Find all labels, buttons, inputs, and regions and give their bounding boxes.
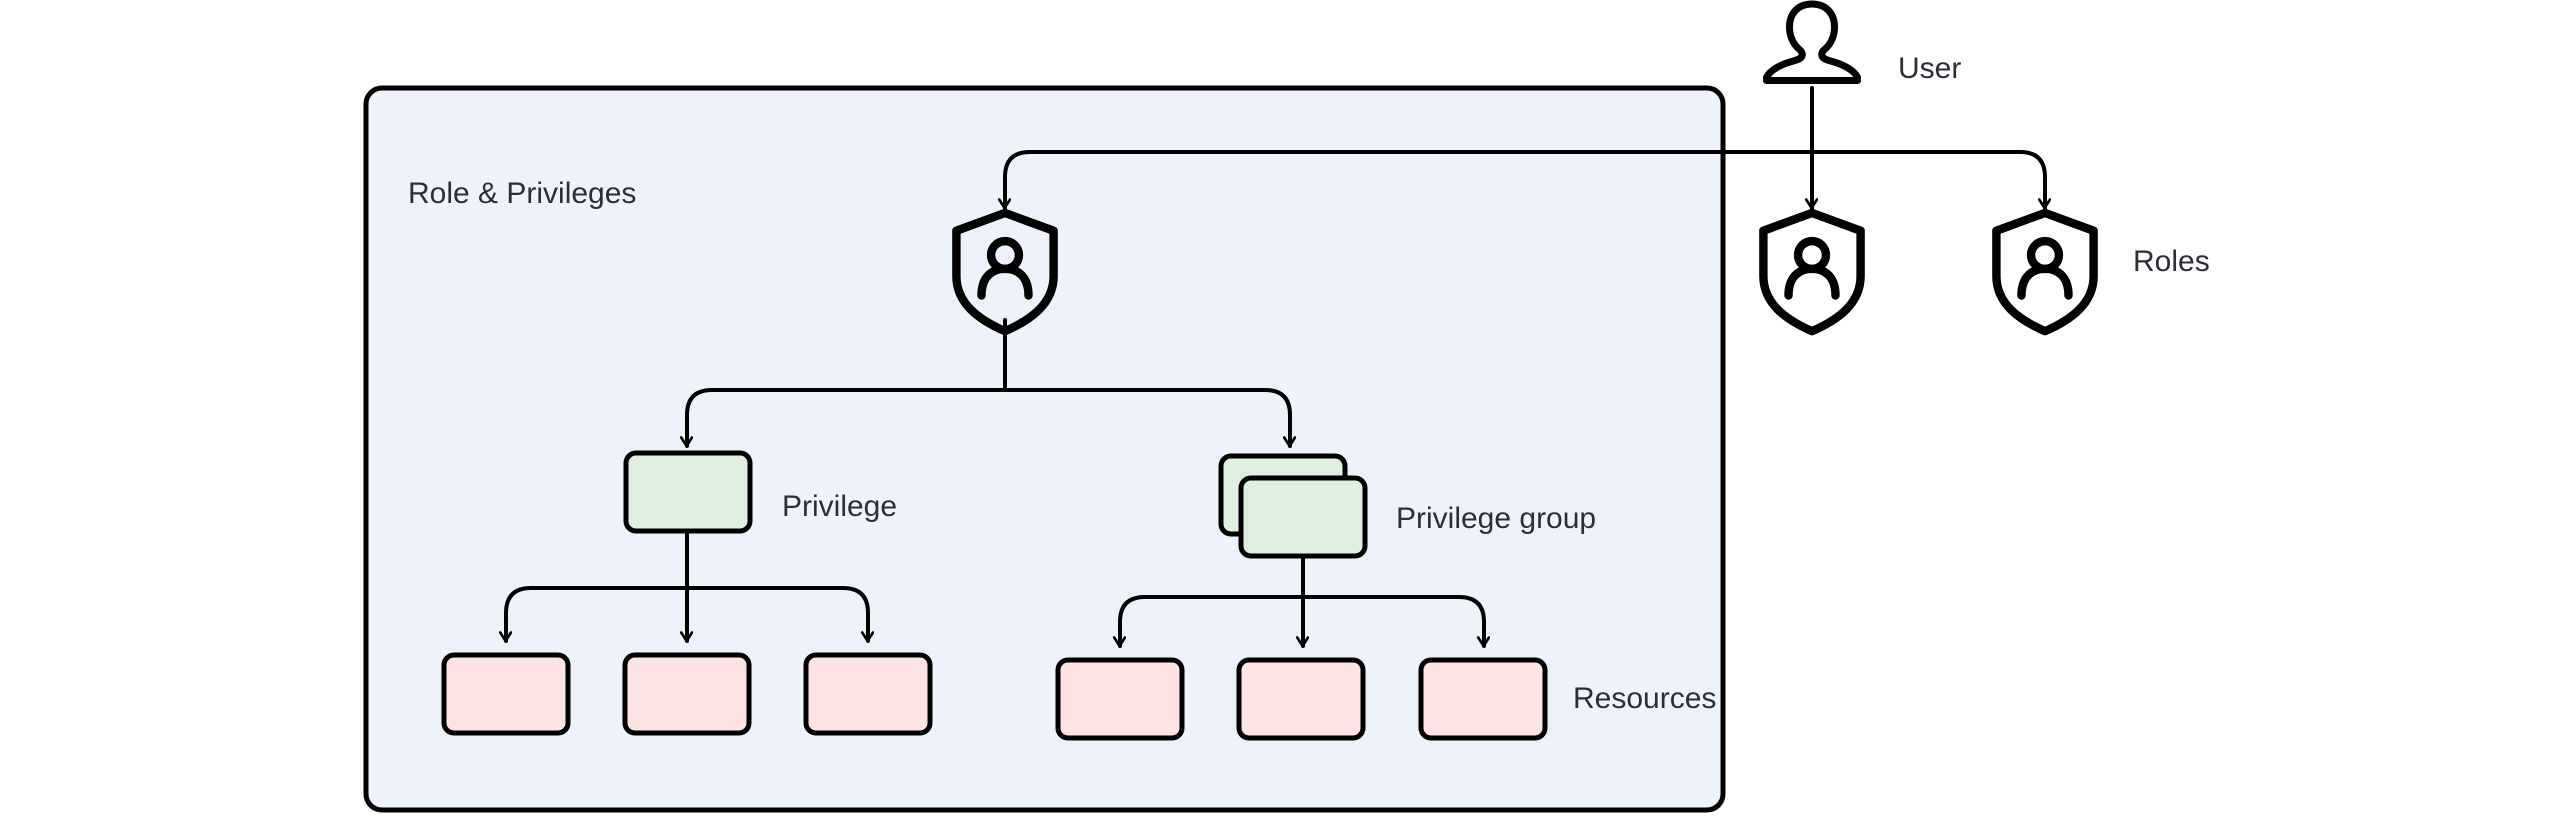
resources-label: Resources [1573,682,1716,715]
edge-role-shield-to-privilege-group [1003,388,1290,448]
edge-privilege-to-resource-1 [506,586,689,643]
resource-box-5[interactable] [1236,657,1366,741]
resource-box-4[interactable] [1055,657,1185,741]
resource-box-1[interactable] [441,652,571,736]
shield-user-icon-right[interactable] [1992,208,2098,336]
resource-box-6[interactable] [1418,657,1548,741]
group-title-text: Role & Privileges [408,177,636,210]
user-label: User [1898,52,1961,85]
edge-user-to-role-shield-main [1005,150,1814,210]
user-icon[interactable] [1763,0,1861,84]
privilege-box[interactable] [623,450,753,534]
shield-user-icon-main[interactable] [952,208,1058,336]
shield-user-icon-middle[interactable] [1759,208,1865,336]
edge-privilege-group-to-resource-4 [1120,595,1305,648]
resource-box-2[interactable] [622,652,752,736]
edge-privilege-to-resource-3 [685,586,868,643]
role-privileges-container [363,85,1726,813]
privilege-group-label: Privilege group [1396,502,1596,535]
edge-role-shield-to-privilege [687,388,1007,448]
resource-box-3[interactable] [803,652,933,736]
roles-label: Roles [2133,245,2210,278]
edge-privilege-group-to-resource-6 [1301,595,1484,648]
privilege-group-box-front[interactable] [1238,475,1368,559]
edge-user-to-role-shield-right [1810,150,2045,210]
privilege-label: Privilege [782,490,897,523]
